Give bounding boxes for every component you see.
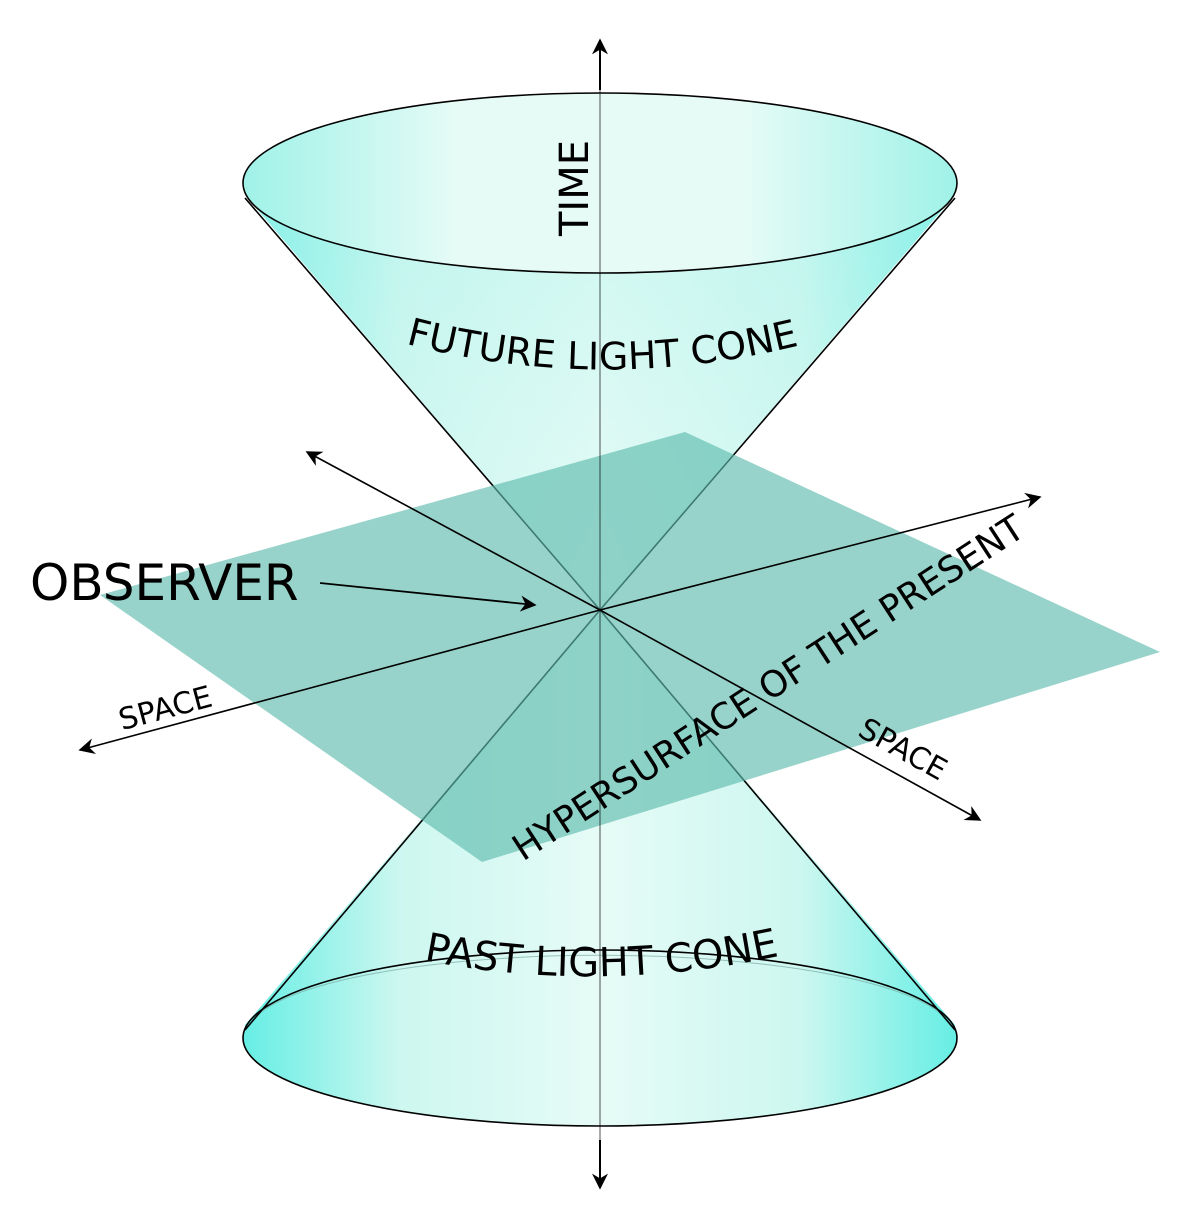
past-cone-base (242, 949, 958, 1127)
hypersurface-plane (100, 432, 1160, 862)
observer-label: OBSERVER (30, 554, 299, 612)
space-axis-back-left (305, 451, 601, 611)
space-axis-front-right (599, 609, 982, 821)
future-cone-cap (242, 92, 958, 274)
space-axis-left-right (78, 609, 601, 754)
future-cone-body-shade (245, 195, 955, 610)
observer-pointer-arrow (319, 582, 537, 612)
past-cone-rim-back (249, 954, 951, 1026)
future-light-cone (242, 92, 958, 611)
space-axis-right-up (599, 492, 1042, 611)
time-label: TIME (552, 140, 598, 237)
space-label-left: SPACE (115, 680, 216, 738)
